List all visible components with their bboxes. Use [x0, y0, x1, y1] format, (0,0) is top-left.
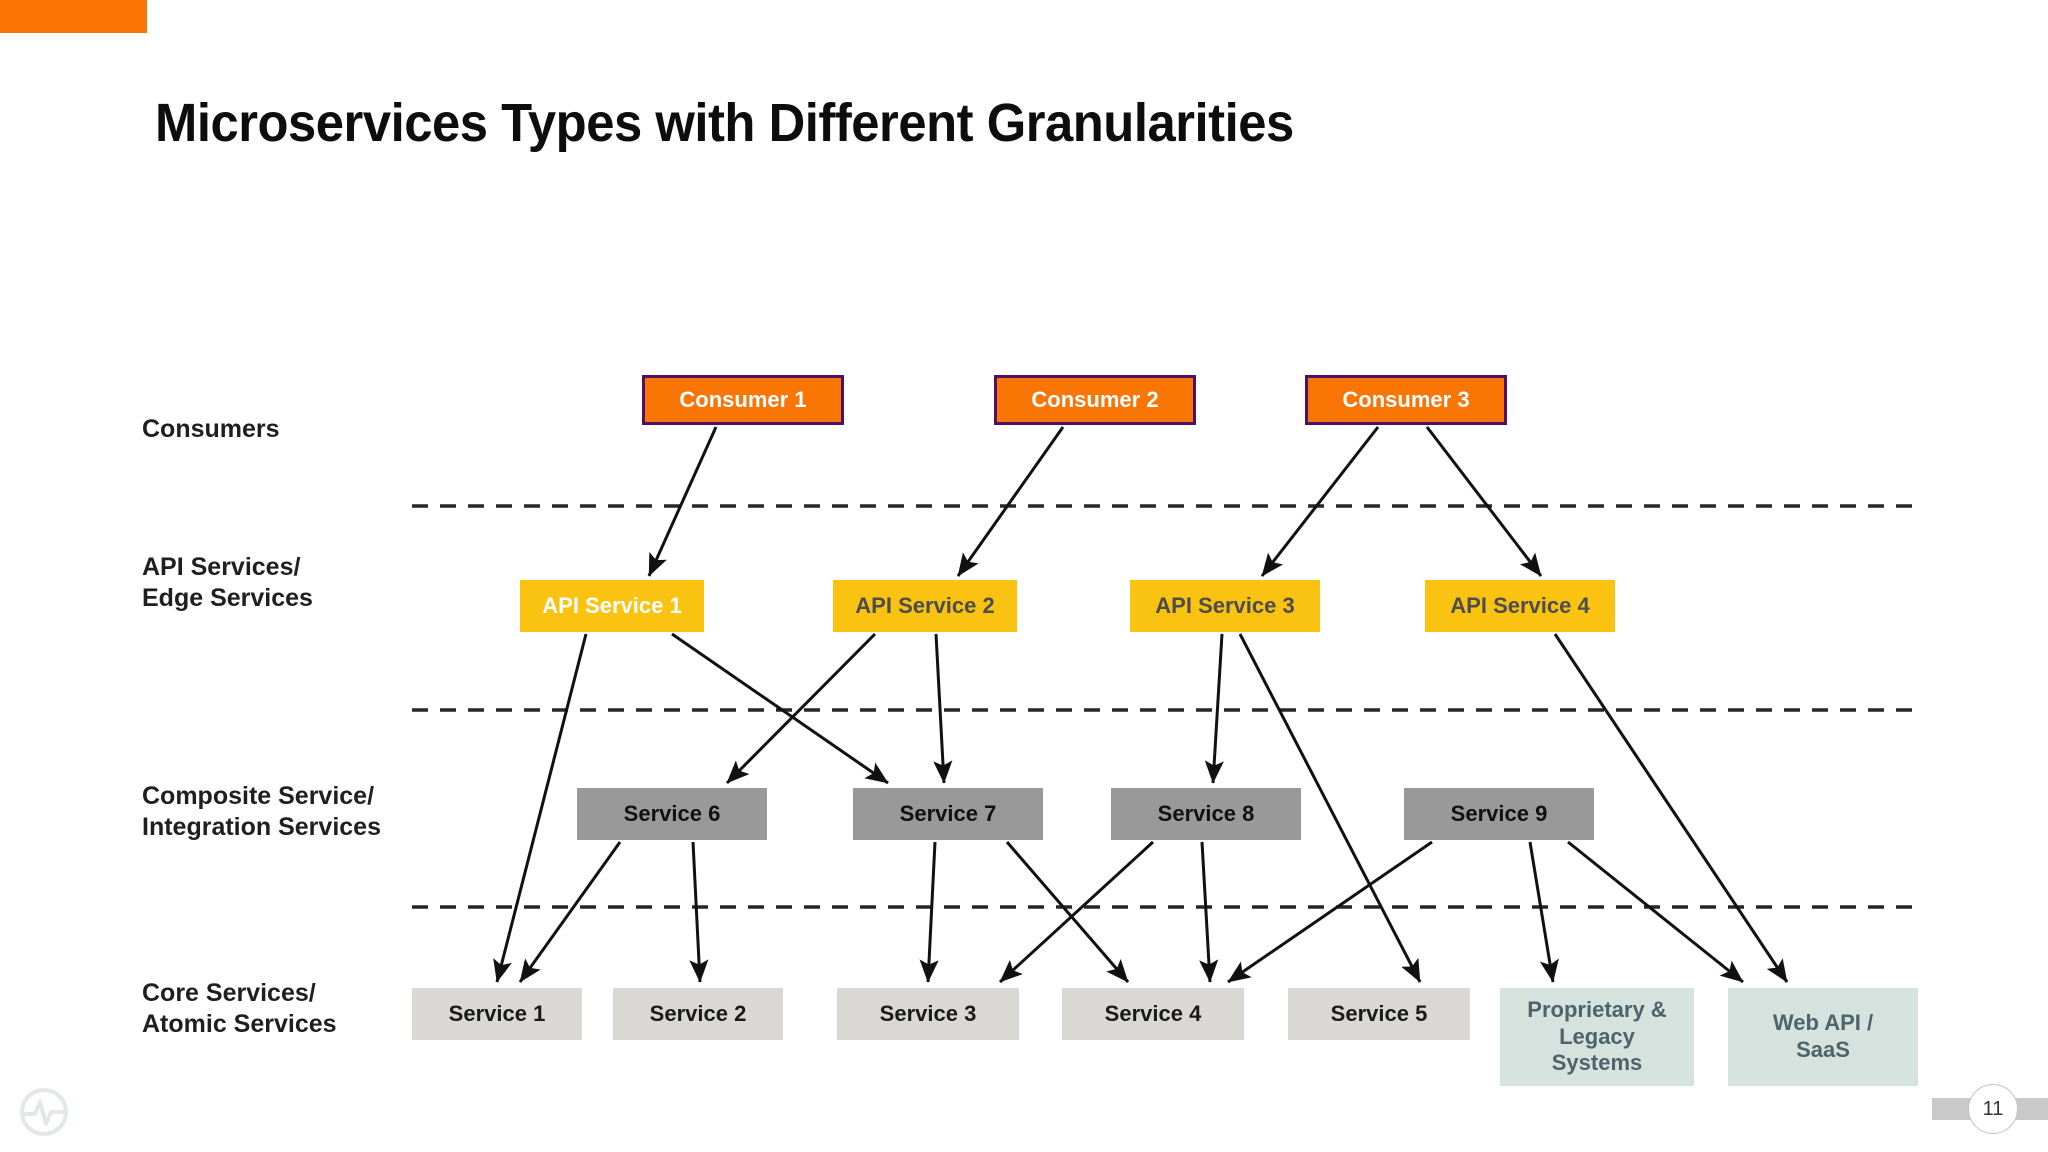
node-label: Service 6: [623, 800, 721, 826]
connector-api-service-2-to-service-7: [933, 633, 953, 784]
node-consumer-1[interactable]: Consumer 1: [642, 375, 844, 425]
node-label: Service 5: [1330, 1000, 1428, 1026]
node-consumer-3[interactable]: Consumer 3: [1305, 375, 1507, 425]
page-title: Microservices Types with Different Granu…: [155, 93, 1294, 153]
node-label: Service 2: [649, 1000, 747, 1026]
connector-service-8-to-service-4: [1199, 841, 1219, 983]
node-label: Consumer 2: [1031, 386, 1159, 412]
node-label: Service 4: [1104, 1000, 1202, 1026]
node-label: Service 9: [1450, 800, 1548, 826]
connector-service-8-to-service-3: [998, 840, 1155, 984]
page-number-badge: 11: [1968, 1084, 2018, 1134]
node-web-api-saas[interactable]: Web API / SaaS: [1728, 988, 1918, 1086]
connector-service-9-to-proprietary-legacy-systems: [1528, 841, 1559, 983]
connector-api-service-1-to-service-1: [493, 633, 588, 983]
node-service-2[interactable]: Service 2: [613, 988, 783, 1040]
node-label: Service 3: [879, 1000, 977, 1026]
node-service-3[interactable]: Service 3: [837, 988, 1019, 1040]
node-service-5[interactable]: Service 5: [1288, 988, 1470, 1040]
connector-arrows: [493, 426, 1789, 984]
node-service-8[interactable]: Service 8: [1111, 788, 1301, 840]
row-label-core: Core Services/ Atomic Services: [142, 979, 337, 1038]
node-label: Service 7: [899, 800, 997, 826]
node-consumer-2[interactable]: Consumer 2: [994, 375, 1196, 425]
node-label: API Service 4: [1450, 592, 1590, 618]
pulse-circle-logo-icon: [20, 1088, 68, 1136]
connector-api-service-3-to-service-8: [1204, 633, 1224, 784]
node-label: Web API / SaaS: [1772, 1010, 1874, 1062]
row-label-api-services: API Services/ Edge Services: [142, 553, 313, 612]
row-label-composite: Composite Service/ Integration Services: [142, 782, 381, 841]
connector-api-service-2-to-service-6: [725, 632, 877, 785]
node-service-6[interactable]: Service 6: [577, 788, 767, 840]
connector-api-service-1-to-service-7: [671, 632, 889, 785]
node-label: Service 1: [448, 1000, 546, 1026]
node-api-service-1[interactable]: API Service 1: [520, 580, 704, 632]
node-service-7[interactable]: Service 7: [853, 788, 1043, 840]
connector-service-9-to-service-4: [1227, 840, 1433, 984]
node-label: Service 8: [1157, 800, 1255, 826]
node-label: Consumer 3: [1342, 386, 1470, 412]
connector-service-7-to-service-4: [1005, 841, 1130, 983]
node-service-9[interactable]: Service 9: [1404, 788, 1594, 840]
accent-bar: [0, 0, 147, 33]
connector-consumer-2-to-api-service-2: [956, 426, 1065, 577]
node-service-4[interactable]: Service 4: [1062, 988, 1244, 1040]
node-label: Consumer 1: [679, 386, 807, 412]
connector-service-6-to-service-2: [689, 841, 709, 983]
connector-consumer-3-to-api-service-4: [1425, 426, 1543, 577]
node-api-service-2[interactable]: API Service 2: [833, 580, 1017, 632]
node-label: Proprietary & Legacy Systems: [1527, 996, 1667, 1076]
row-label-consumers: Consumers: [142, 415, 280, 443]
connector-service-6-to-service-1: [518, 841, 622, 983]
node-label: API Service 1: [542, 592, 682, 618]
connector-consumer-3-to-api-service-3: [1260, 426, 1380, 577]
node-api-service-4[interactable]: API Service 4: [1425, 580, 1615, 632]
node-label: API Service 3: [1155, 592, 1295, 618]
node-service-1[interactable]: Service 1: [412, 988, 582, 1040]
tier-separators: [412, 504, 1918, 909]
connector-service-7-to-service-3: [919, 841, 939, 983]
node-label: API Service 2: [855, 592, 995, 618]
node-proprietary-legacy-systems[interactable]: Proprietary & Legacy Systems: [1500, 988, 1694, 1086]
connector-consumer-1-to-api-service-1: [647, 426, 718, 577]
connector-service-9-to-web-api-saas: [1567, 840, 1744, 984]
node-api-service-3[interactable]: API Service 3: [1130, 580, 1320, 632]
